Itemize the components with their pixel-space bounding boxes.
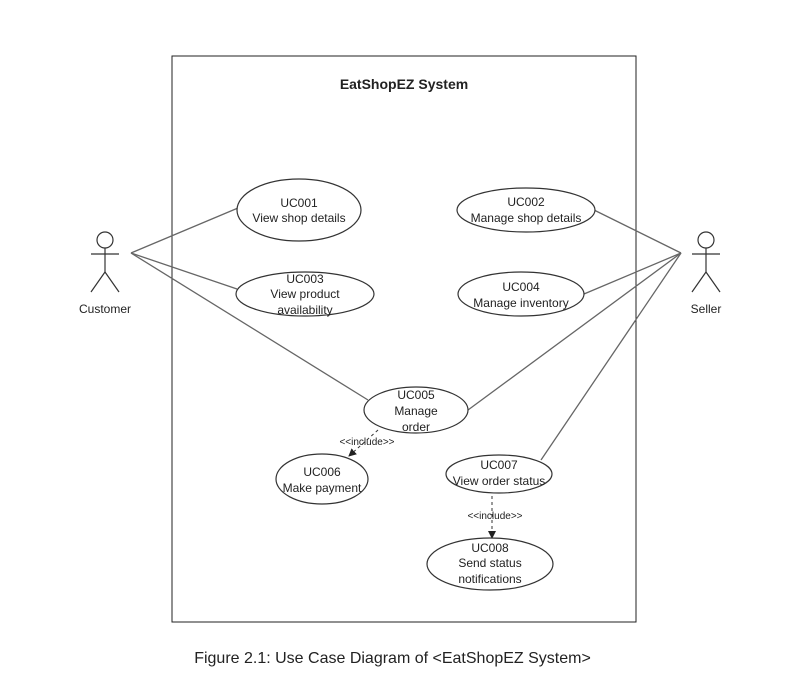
actor-customer[interactable]: Customer (79, 231, 131, 316)
stick-figure-icon (90, 231, 120, 293)
system-boundary (171, 55, 637, 623)
uc002-id: UC002 (507, 195, 545, 209)
include-label-uc005-uc006: <<include>> (339, 437, 394, 448)
uc001-id: UC001 (280, 196, 318, 210)
use-case-uc007[interactable]: UC007 View order status (445, 454, 553, 494)
use-case-uc004[interactable]: UC004 Manage inventory (457, 271, 585, 317)
include-label-uc007-uc008: <<include>> (467, 511, 522, 522)
use-case-uc006[interactable]: UC006 Make payment (275, 453, 369, 505)
use-case-uc008[interactable]: UC008 Send status notifications (426, 537, 554, 591)
uc005-name-line1: Manage (394, 404, 438, 418)
use-case-uc003[interactable]: UC003 View product availability (235, 271, 375, 317)
figure-caption: Figure 2.1: Use Case Diagram of <EatShop… (194, 650, 591, 667)
assoc-seller-uc005 (467, 252, 682, 411)
uc004-id: UC004 (502, 280, 540, 294)
assoc-seller-uc007 (540, 252, 682, 461)
uc003-name-line2: availability (277, 303, 332, 317)
assoc-seller-uc002 (593, 209, 682, 254)
uc008-name-line2: notifications (458, 572, 521, 586)
use-case-uc005[interactable]: UC005 Manage order (363, 386, 469, 434)
assoc-customer-uc005 (130, 252, 369, 401)
uc007-id: UC007 (480, 458, 518, 472)
actor-seller[interactable]: Seller (691, 231, 722, 316)
assoc-customer-uc001 (130, 207, 239, 254)
uc006-name: Make payment (283, 481, 362, 495)
use-case-uc002[interactable]: UC002 Manage shop details (456, 187, 596, 233)
uc005-name-line2: order (402, 420, 430, 434)
system-title: EatShopEZ System (340, 76, 468, 92)
assoc-customer-uc003 (130, 252, 238, 290)
uc008-name-line1: Send status (458, 556, 521, 570)
uc004-name: Manage inventory (473, 296, 568, 310)
uc008-id: UC008 (471, 541, 509, 555)
actor-customer-label: Customer (79, 302, 131, 316)
uc001-name: View shop details (252, 211, 345, 225)
stick-figure-icon (691, 231, 721, 293)
actor-seller-label: Seller (691, 302, 722, 316)
uc003-id: UC003 (286, 272, 324, 286)
include-arrow-uc005-uc006 (348, 429, 379, 457)
assoc-seller-uc004 (583, 252, 682, 295)
uc005-id: UC005 (397, 388, 435, 402)
uc003-name-line1: View product (270, 287, 340, 301)
uc002-name: Manage shop details (471, 211, 582, 225)
use-case-uc001[interactable]: UC001 View shop details (236, 178, 362, 242)
uc007-name: View order status (453, 474, 546, 488)
uc006-id: UC006 (303, 465, 341, 479)
